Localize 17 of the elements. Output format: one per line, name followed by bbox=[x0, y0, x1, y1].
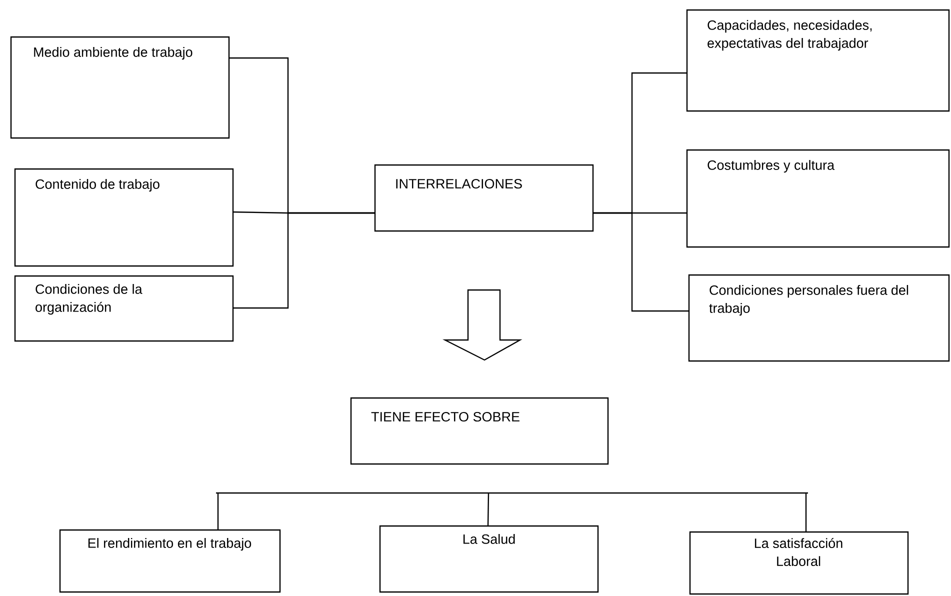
text-box: El rendimiento en el trabajo bbox=[59, 529, 281, 593]
text-box: Condiciones de la organización bbox=[14, 275, 234, 342]
text-box: Medio ambiente de trabajo bbox=[10, 36, 230, 139]
connector-line bbox=[487, 492, 490, 526]
text-box: La Salud bbox=[379, 525, 599, 593]
connector-line bbox=[215, 492, 488, 530]
text-box: Condiciones personales fuera del trabajo bbox=[688, 274, 950, 362]
connector-line bbox=[233, 212, 375, 309]
block-arrow bbox=[442, 289, 522, 361]
text-box: Capacidades, necesidades, expectativas del trabajador bbox=[686, 9, 950, 112]
text-box: TIENE EFECTO SOBRE bbox=[350, 397, 609, 465]
text-box: Costumbres y cultura bbox=[686, 149, 950, 248]
connector-line bbox=[593, 212, 689, 312]
text-box: INTERRELACIONES bbox=[374, 164, 594, 232]
text-box: Contenido de trabajo bbox=[14, 168, 234, 267]
text-box: La satisfacción Laboral bbox=[689, 531, 909, 595]
connector-line bbox=[488, 492, 809, 532]
